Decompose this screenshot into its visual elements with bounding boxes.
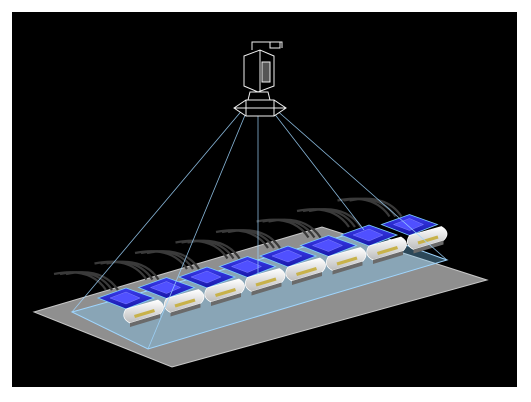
module <box>96 287 164 327</box>
cable-bundle <box>53 271 119 291</box>
cable-bundle <box>256 218 322 239</box>
module <box>339 224 407 264</box>
camera-icon <box>233 41 287 117</box>
camera-view-lines <box>71 107 448 350</box>
cable-bundle <box>134 250 200 270</box>
cable-bundle <box>296 208 362 228</box>
module <box>258 245 326 285</box>
camera-inspection-render <box>12 12 517 387</box>
cable-group <box>53 197 403 291</box>
module <box>218 256 286 296</box>
module <box>299 235 367 275</box>
scene-canvas <box>32 41 489 368</box>
module-group <box>96 214 448 327</box>
module <box>137 277 205 317</box>
module <box>380 214 448 254</box>
cable-bundle <box>94 260 160 281</box>
module <box>177 266 245 306</box>
cable-bundle <box>215 229 281 249</box>
